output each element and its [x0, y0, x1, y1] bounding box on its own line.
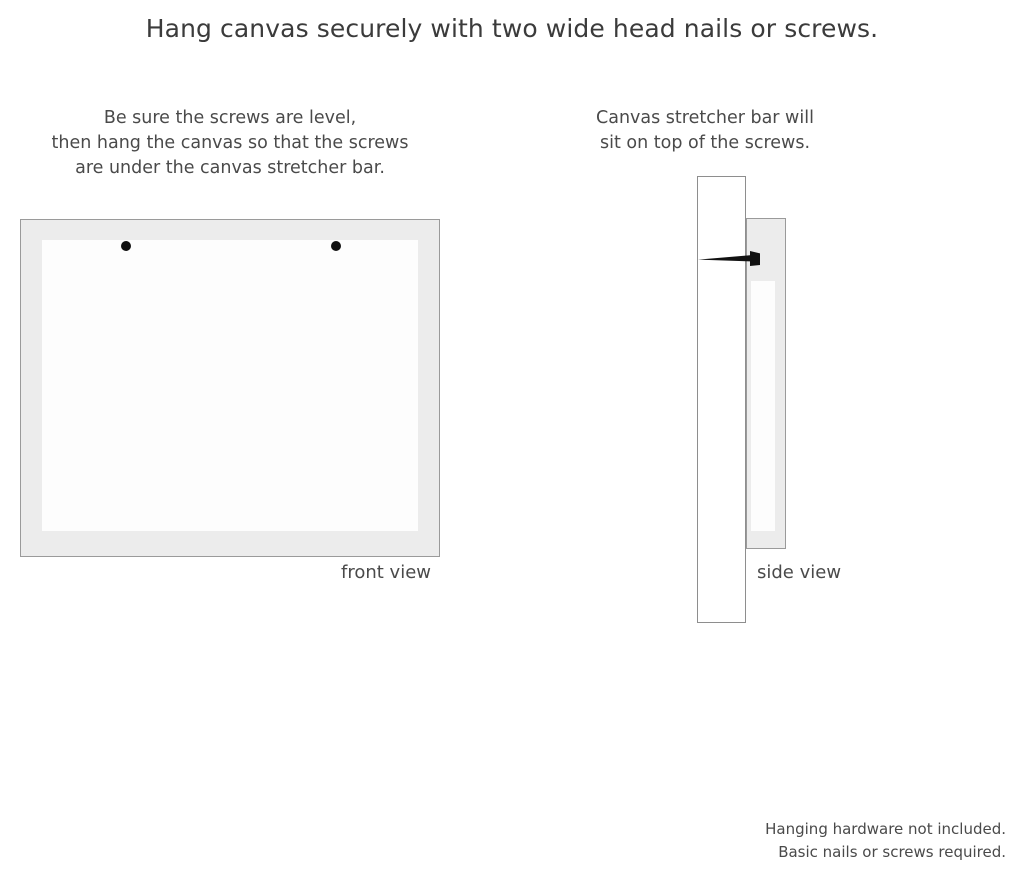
side-view-caption: Canvas stretcher bar will sit on top of … [585, 106, 825, 156]
canvas-frame-front [20, 219, 440, 557]
screw-head-icon-right [331, 241, 341, 251]
screw-icon-side [698, 251, 760, 266]
canvas-face-side [751, 281, 775, 531]
caption-line: are under the canvas stretcher bar. [75, 158, 385, 178]
page-title: Hang canvas securely with two wide head … [145, 14, 879, 43]
caption-line: Canvas stretcher bar will [596, 108, 814, 128]
footer-line: Basic nails or screws required. [778, 843, 1006, 861]
footer-note: Hanging hardware not included. Basic nai… [765, 818, 1006, 864]
caption-line: then hang the canvas so that the screws [51, 133, 409, 153]
canvas-frame-side [746, 218, 786, 549]
front-view-illustration [20, 219, 440, 557]
footer-line: Hanging hardware not included. [765, 820, 1006, 838]
front-view-label: front view [341, 562, 431, 583]
caption-line: sit on top of the screws. [599, 133, 811, 153]
side-view-label: side view [757, 562, 842, 583]
screw-head-icon-left [121, 241, 131, 251]
canvas-face-front [42, 240, 418, 531]
side-view-illustration [697, 176, 789, 626]
front-view-caption: Be sure the screws are level, then hang … [20, 106, 440, 181]
caption-line: Be sure the screws are level, [103, 108, 357, 128]
wall-board-side [697, 176, 746, 623]
